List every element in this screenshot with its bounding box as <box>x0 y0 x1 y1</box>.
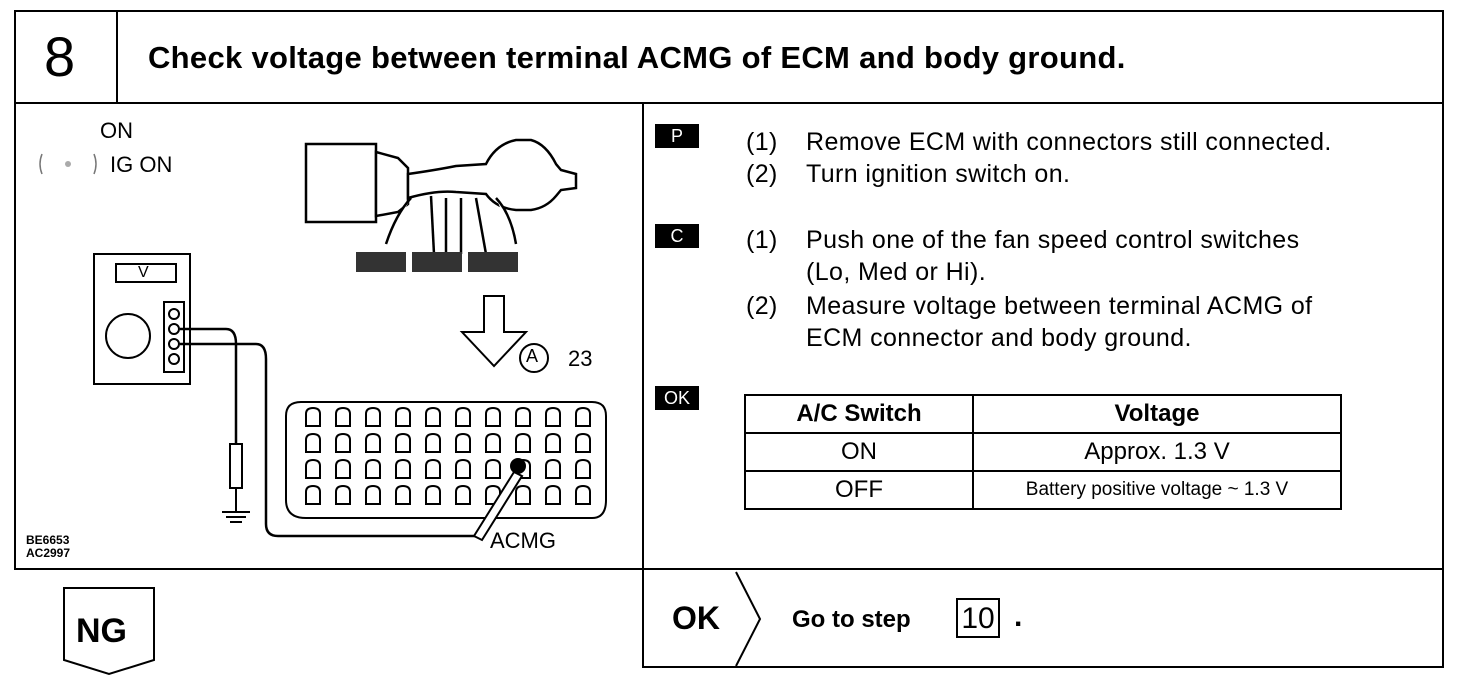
prep-step-2-num: (2) <box>746 160 778 188</box>
connector-pin <box>515 432 531 453</box>
connector-pin <box>305 484 321 505</box>
ok-badge: OK <box>655 386 699 410</box>
ok-period: . <box>1014 600 1023 633</box>
connector-pin <box>365 484 381 505</box>
ig-on-label: IG ON <box>110 152 173 177</box>
down-arrow-icon <box>459 295 529 368</box>
meter-v-label: V <box>138 264 149 281</box>
connector-pin <box>455 458 471 479</box>
connector-pin <box>425 406 441 427</box>
figure-code-2: AC2997 <box>26 546 71 560</box>
connector-pin <box>395 484 411 505</box>
step-title-box: Check voltage between terminal ACMG of E… <box>116 10 1444 104</box>
connector-pin <box>545 458 561 479</box>
connector-pin <box>395 432 411 453</box>
table-row: OFF Battery positive voltage ~ 1.3 V <box>744 470 1342 510</box>
connector-pin <box>545 406 561 427</box>
connector-pin <box>575 432 591 453</box>
ng-label: NG <box>76 612 127 650</box>
probe-wires <box>180 327 476 538</box>
connector-pin <box>365 432 381 453</box>
voltmeter-icon <box>93 253 191 385</box>
spec-table-header: A/C Switch Voltage <box>744 394 1342 434</box>
connector-pin <box>335 432 351 453</box>
connector-pin <box>575 406 591 427</box>
connector-pin <box>575 484 591 505</box>
connector-pin <box>425 458 441 479</box>
check-step-1-line-2: (Lo, Med or Hi). <box>806 258 987 286</box>
cell-voltage-off: Battery positive voltage ~ 1.3 V <box>972 470 1342 510</box>
connector-pin <box>575 458 591 479</box>
connector-pin <box>335 484 351 505</box>
connector-pin <box>455 432 471 453</box>
connector-pin <box>545 432 561 453</box>
cell-switch-on: ON <box>744 432 974 472</box>
ok-result-label: OK <box>672 600 720 636</box>
spec-table: A/C Switch Voltage ON Approx. 1.3 V OFF … <box>744 394 1342 510</box>
terminal-acmg-label: ACMG <box>490 528 556 553</box>
step-number-box: 8 <box>14 10 118 104</box>
check-badge: C <box>655 224 699 248</box>
connector-pin <box>305 406 321 427</box>
connector-pin <box>455 484 471 505</box>
connector-pin <box>425 432 441 453</box>
header-ac-switch: A/C Switch <box>744 394 974 434</box>
prep-badge: P <box>655 124 699 148</box>
connector-pin <box>485 458 501 479</box>
table-row: ON Approx. 1.3 V <box>744 432 1342 472</box>
connector-mark: A <box>526 346 539 366</box>
header-voltage: Voltage <box>972 394 1342 434</box>
ok-result-box <box>642 568 1444 668</box>
connector-pin <box>425 484 441 505</box>
connector-pin <box>365 406 381 427</box>
check-step-1-num: (1) <box>746 226 778 254</box>
connector-pin <box>305 432 321 453</box>
harness-connector-icon <box>304 138 578 255</box>
connector-pin <box>335 458 351 479</box>
check-step-2-line-2: ECM connector and body ground. <box>806 324 1192 352</box>
connector-pin <box>545 484 561 505</box>
connector-pin <box>515 484 531 505</box>
connector-blocks-icon <box>356 252 518 272</box>
terminal-probe <box>472 458 526 542</box>
switch-on-label: ON <box>100 118 133 143</box>
connector-pin <box>515 406 531 427</box>
figure-code-1: BE6653 <box>26 533 70 547</box>
check-step-1-line-1: Push one of the fan speed control switch… <box>806 226 1300 254</box>
connector-pin <box>335 406 351 427</box>
connector-pin <box>395 406 411 427</box>
connector-pin <box>455 406 471 427</box>
connector-pin <box>485 406 501 427</box>
step-title: Check voltage between terminal ACMG of E… <box>148 40 1126 75</box>
diagram-panel: ON IG ON V A 23 ACMG BE6653 AC2997 <box>14 102 644 570</box>
connector-pin <box>365 458 381 479</box>
ground-probe-icon <box>222 443 250 523</box>
connector-mark-circle <box>519 343 549 373</box>
ignition-key-icon <box>39 153 97 175</box>
prep-step-2-text: Turn ignition switch on. <box>806 160 1071 188</box>
connector-pin-grid <box>305 406 591 505</box>
connector-pin <box>395 458 411 479</box>
prep-step-1-text: Remove ECM with connectors still connect… <box>806 128 1332 156</box>
cell-switch-off: OFF <box>744 470 974 510</box>
check-step-2-line-1: Measure voltage between terminal ACMG of <box>806 292 1313 320</box>
cell-voltage-on: Approx. 1.3 V <box>972 432 1342 472</box>
prep-step-1-num: (1) <box>746 128 778 156</box>
ok-result-chevron <box>735 571 762 667</box>
ng-result-arrow <box>63 587 155 676</box>
step-number: 8 <box>44 25 76 88</box>
ok-action-text: Go to step <box>792 606 911 633</box>
ok-step-reference[interactable]: 10 <box>956 598 1000 638</box>
ecm-connector-diagram <box>39 138 607 542</box>
connector-pin-count: 23 <box>568 346 593 371</box>
connector-pin <box>305 458 321 479</box>
connector-pin <box>485 432 501 453</box>
check-step-2-num: (2) <box>746 292 778 320</box>
